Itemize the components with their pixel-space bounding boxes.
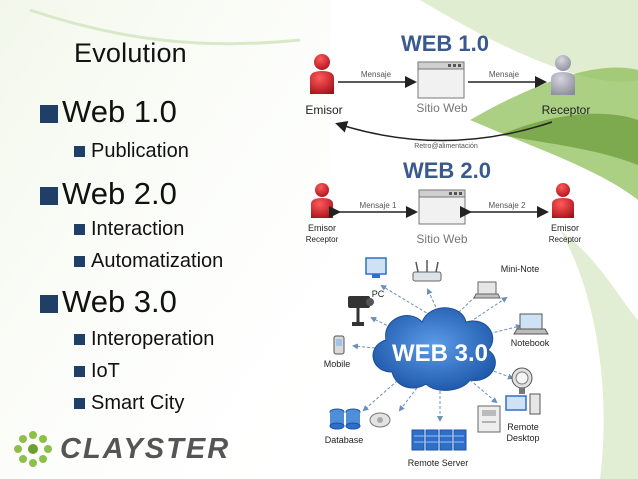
bullet-label: Web 1.0 [62, 94, 177, 129]
web1-receiver-label: Receptor [542, 103, 591, 117]
remote-server-icon [411, 429, 467, 451]
database-label: Database [325, 435, 364, 445]
slide-title: Evolution [74, 38, 187, 68]
utility-meter-icon [511, 367, 533, 394]
sub-bullet-label: Publication [91, 140, 189, 162]
web1-heading: WEB 1.0 [401, 31, 489, 56]
web3-cloud-label: WEB 3.0 [392, 340, 488, 367]
clayster-logo-mark-icon [14, 431, 52, 467]
sensor-icon [369, 412, 391, 428]
web1-site-label: Sitio Web [416, 101, 467, 115]
bullet-square-icon [40, 187, 58, 205]
bullet-label: Web 3.0 [62, 284, 177, 319]
web2-left-label-2: Receptor [306, 235, 339, 244]
web2-heading: WEB 2.0 [403, 158, 491, 183]
web1-msg-left: Mensaje [361, 70, 392, 79]
clayster-logo-text: CLAYSTER [60, 432, 231, 465]
web2-left-label-1: Emisor [308, 223, 336, 233]
ip-camera-icon [348, 296, 374, 326]
web2-right-label-1: Emisor [551, 223, 579, 233]
website-window-icon-2 [418, 189, 466, 225]
sub-bullet-interaction: Interaction [74, 218, 184, 241]
web2-site-label: Sitio Web [416, 232, 467, 246]
bullet-square-icon [40, 105, 58, 123]
sub-bullet-label: Interoperation [91, 328, 215, 350]
web1-msg-right: Mensaje [489, 70, 520, 79]
router-icon [412, 260, 442, 282]
web2-msg2: Mensaje 2 [489, 201, 526, 210]
bullet-web2: Web 2.0 [40, 176, 177, 212]
bullet-square-icon [74, 256, 85, 267]
mobile-label: Mobile [324, 359, 351, 369]
mobile-phone-icon [333, 335, 345, 355]
left-person-icon [311, 183, 333, 218]
sender-person-icon [310, 54, 334, 94]
sub-bullet-automatization: Automatization [74, 250, 223, 273]
bullet-square-icon [74, 146, 85, 157]
sub-bullet-label: Automatization [91, 250, 224, 272]
notebook-label: Notebook [511, 338, 550, 348]
clayster-logo: CLAYSTER [12, 430, 230, 468]
web1-feedback-label: Retro@alimentación [414, 143, 478, 150]
bullet-square-icon [40, 295, 58, 313]
right-person-icon [552, 183, 574, 218]
mini-note-icon [473, 281, 501, 299]
sub-bullet-label: Interaction [91, 218, 185, 240]
bullet-square-icon [74, 366, 85, 377]
sub-bullet-publication: Publication [74, 140, 189, 163]
web2-msg1: Mensaje 1 [360, 201, 397, 210]
remote-desktop-icon [505, 393, 541, 415]
sub-bullet-label: IoT [91, 360, 120, 382]
sub-bullet-iot: IoT [74, 360, 120, 383]
receiver-person-icon [551, 55, 575, 95]
web2-right-label-2: Receptor [549, 235, 582, 244]
database-icon [329, 408, 361, 430]
sub-bullet-interoperation: Interoperation [74, 328, 214, 351]
notebook-icon [513, 313, 549, 335]
remote-desktop-label-1: Remote [507, 422, 539, 432]
website-window-icon [417, 61, 465, 99]
mini-note-label: Mini-Note [501, 264, 540, 274]
remote-server-label: Remote Server [408, 458, 469, 468]
bullet-square-icon [74, 398, 85, 409]
bullet-square-icon [74, 334, 85, 345]
web1-sender-label: Emisor [305, 103, 342, 117]
bullet-label: Web 2.0 [62, 176, 177, 211]
web3-cloud-icon [372, 307, 496, 391]
bullet-web1: Web 1.0 [40, 94, 177, 130]
bullet-square-icon [74, 224, 85, 235]
web1-feedback-arrow [335, 121, 553, 142]
power-meter-panel-icon [477, 405, 501, 433]
sub-bullet-smart-city: Smart City [74, 392, 184, 415]
pc-label: PC [372, 289, 385, 299]
sub-bullet-label: Smart City [91, 392, 185, 414]
remote-desktop-label-2: Desktop [506, 433, 539, 443]
pc-monitor-icon [365, 257, 387, 278]
bullet-web3: Web 3.0 [40, 284, 177, 320]
